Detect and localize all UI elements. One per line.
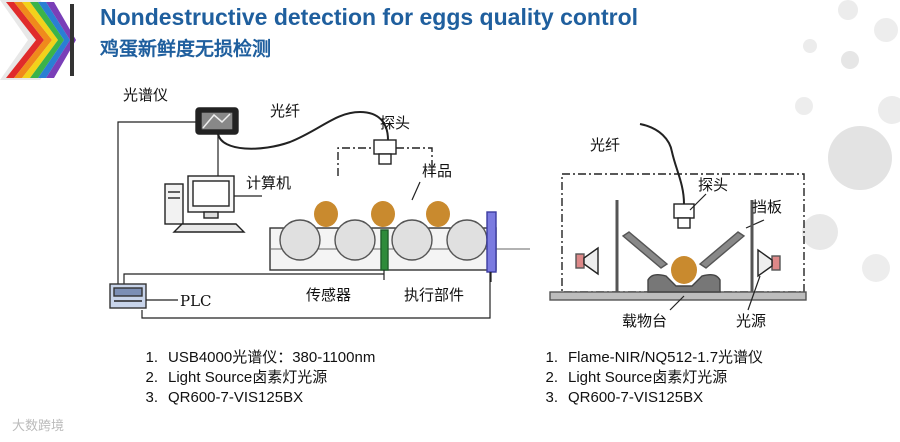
left-lamp-icon	[575, 246, 599, 276]
egg-samples	[314, 201, 450, 227]
list-item: 1.Flame-NIR/NQ512-1.7光谱仪	[545, 349, 764, 366]
plc-icon	[109, 283, 147, 309]
label-baffle: 挡板	[752, 198, 782, 216]
decorative-bubbles	[795, 0, 900, 282]
left-diagram	[109, 107, 530, 319]
right-diagram	[549, 123, 807, 311]
list-item: 2.Light Source卤素灯光源	[545, 369, 728, 386]
list-item: 3.QR600-7-VIS125BX	[545, 389, 704, 406]
label-plc: PLC	[180, 292, 212, 310]
label-actuator: 执行部件	[404, 286, 464, 304]
page-subtitle: 鸡蛋新鲜度无损检测	[100, 38, 272, 60]
label-stage: 载物台	[622, 312, 667, 330]
list-item: 1.USB4000光谱仪：380-1100nm	[145, 349, 376, 366]
probe-icon	[373, 139, 397, 165]
rainbow-logo-icon	[0, 0, 80, 80]
label-fiber: 光纤	[270, 102, 300, 120]
list-item: 3.QR600-7-VIS125BX	[145, 389, 304, 406]
page-title: Nondestructive detection for eggs qualit…	[100, 4, 639, 30]
watermark: 大数跨境	[12, 419, 65, 434]
label-right-probe: 探头	[698, 176, 728, 194]
conveyor-rollers	[279, 219, 488, 261]
label-probe: 探头	[380, 114, 410, 132]
left-spec-list: 1.USB4000光谱仪：380-1100nm 2.Light Source卤素…	[130, 348, 375, 408]
right-probe-icon	[673, 203, 695, 229]
label-sensor: 传感器	[306, 286, 351, 304]
label-light-source: 光源	[736, 312, 766, 330]
spectrometer-icon	[195, 107, 239, 135]
label-spectrometer: 光谱仪	[123, 86, 168, 104]
label-computer: 计算机	[246, 174, 291, 192]
list-item: 2.Light Source卤素灯光源	[145, 369, 328, 386]
label-sample: 样品	[422, 162, 452, 180]
computer-icon	[164, 175, 246, 233]
right-lamp-icon	[757, 248, 781, 278]
right-spec-list: 1.Flame-NIR/NQ512-1.7光谱仪 2.Light Source卤…	[530, 348, 763, 408]
label-right-fiber: 光纤	[590, 136, 620, 154]
